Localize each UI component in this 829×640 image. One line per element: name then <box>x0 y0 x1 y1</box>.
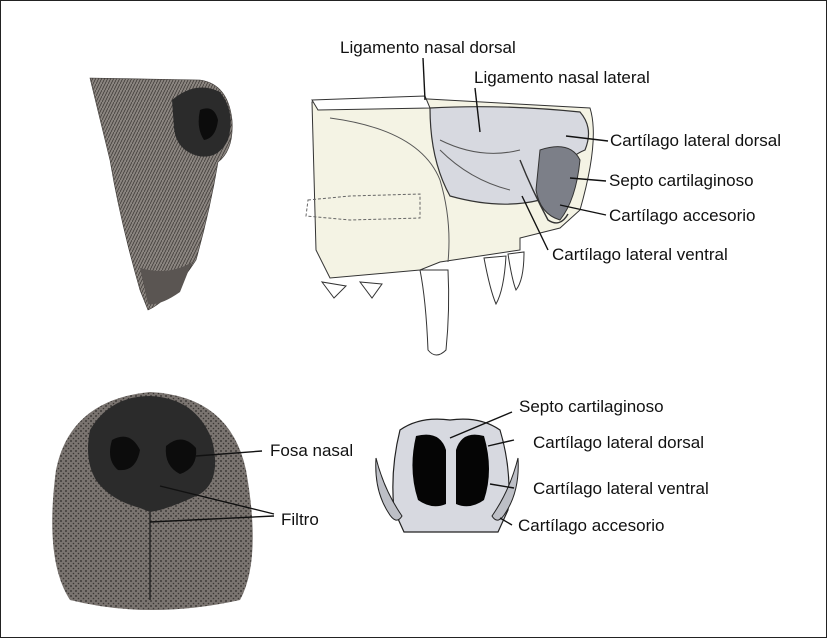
label-cartilago-accesorio-bottom: Cartílago accesorio <box>518 516 665 535</box>
label-cartilago-lateral-dorsal-bottom: Cartílago lateral dorsal <box>533 433 705 452</box>
label-filtro: Filtro <box>281 510 319 529</box>
label-septo-cartilaginoso-bottom: Septo cartilaginoso <box>519 397 664 416</box>
label-septo-cartilaginoso-top: Septo cartilaginoso <box>609 171 754 190</box>
frontal-muzzle-illustration <box>52 392 253 610</box>
label-cartilago-lateral-ventral-bottom: Cartílago lateral ventral <box>533 479 709 498</box>
leader-lines <box>149 57 609 526</box>
label-cartilago-accesorio-top: Cartílago accesorio <box>609 206 756 225</box>
label-cartilago-lateral-dorsal-top: Cartílago lateral dorsal <box>610 131 782 150</box>
skull-cartilage-illustration <box>305 95 594 356</box>
label-ligamento-nasal-dorsal: Ligamento nasal dorsal <box>340 38 516 57</box>
lateral-muzzle-illustration <box>89 77 233 311</box>
label-cartilago-lateral-ventral-top: Cartílago lateral ventral <box>552 245 728 264</box>
label-ligamento-nasal-lateral: Ligamento nasal lateral <box>474 68 650 87</box>
cartilage-section-illustration <box>375 418 519 533</box>
label-fosa-nasal: Fosa nasal <box>270 441 354 460</box>
